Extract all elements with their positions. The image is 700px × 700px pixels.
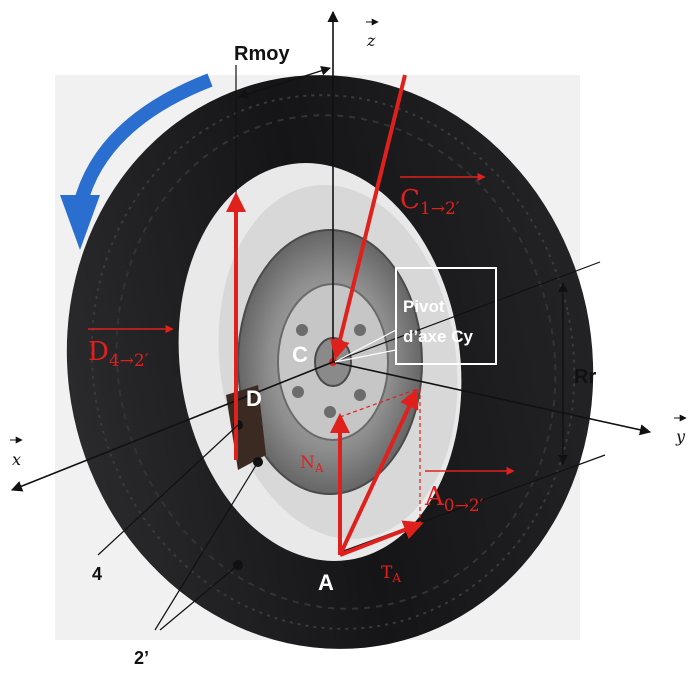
point-a-label: A <box>318 570 334 595</box>
svg-text:A0→2′: A0→2′ <box>424 482 484 516</box>
z-axis-label: z <box>366 31 376 50</box>
force-na-label: NA <box>300 453 324 475</box>
pivot-pointer <box>334 329 397 363</box>
svg-text:D4→2′: D4→2′ <box>88 337 149 371</box>
y-axis-label: y <box>675 427 686 446</box>
forces <box>226 74 424 557</box>
force-a-label: A0→2′ <box>424 466 515 516</box>
rmoy-dimension <box>238 66 331 99</box>
point-d-label: D <box>246 386 262 411</box>
pivot-box <box>395 267 497 365</box>
pivot-label-line1: Pivot <box>403 297 445 316</box>
force-ta-arrow <box>339 520 424 557</box>
force-na-sub: A <box>314 461 324 475</box>
x-axis-line <box>10 361 334 492</box>
part-4-label: 4 <box>92 564 102 584</box>
force-d-label: D4→2′ <box>88 324 174 371</box>
svg-text:C1→2′: C1→2′ <box>400 185 460 219</box>
force-c-sub: 1→2′ <box>420 199 460 219</box>
x-axis-label: x <box>12 450 21 469</box>
part-2-label: 2’ <box>134 648 149 668</box>
force-c-main: C <box>400 185 420 215</box>
rr-label: Rr <box>574 366 596 388</box>
y-axis-line <box>332 361 652 436</box>
force-d-main: D <box>88 337 109 367</box>
force-d-sub: 4→2′ <box>109 351 149 371</box>
rotation-arrow <box>73 73 213 207</box>
force-a-sub: 0→2′ <box>444 496 484 516</box>
force-ta-main: T <box>381 563 393 583</box>
rr-top-line <box>332 261 601 363</box>
force-a-arrow <box>338 388 419 556</box>
part-2-leader <box>154 461 259 631</box>
na-projection <box>339 387 421 418</box>
force-a-main: A <box>424 482 445 512</box>
rmoy-label: Rmoy <box>234 43 290 65</box>
pivot-pointer <box>334 349 397 363</box>
force-c-arrow <box>330 74 407 360</box>
point-c-label: C <box>292 342 308 367</box>
pivot-label-line2: d’axe Cy <box>403 327 473 346</box>
rotation-arrowhead <box>60 195 100 250</box>
part-4-leader <box>97 424 239 556</box>
force-c-label: C1→2′ <box>400 172 486 219</box>
force-na-main: N <box>300 453 315 473</box>
part-2-leader <box>159 564 239 631</box>
force-ta-label: TA <box>381 563 401 585</box>
force-ta-sub: A <box>391 571 401 585</box>
